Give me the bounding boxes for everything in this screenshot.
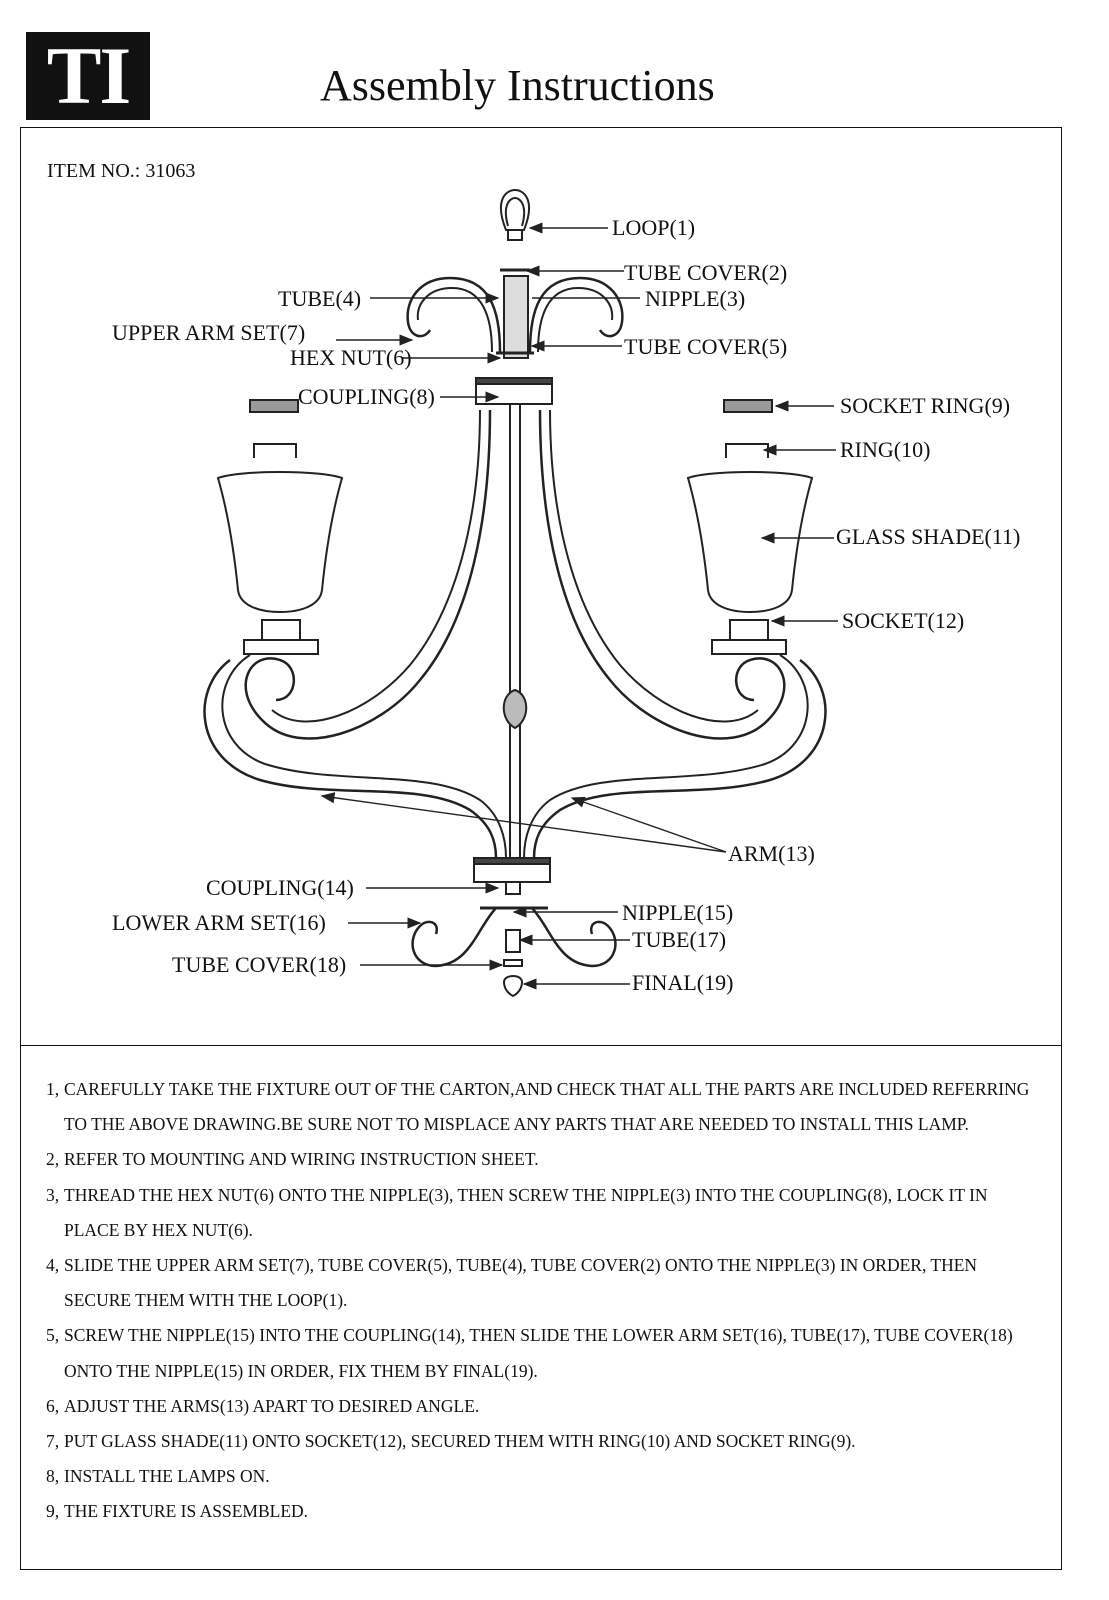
upper-tube [503,275,529,359]
label-glass-shade: GLASS SHADE(11) [836,524,1021,549]
socket-ring-left [249,399,299,413]
label-upper-arm-set: UPPER ARM SET(7) [112,320,306,345]
final-part [502,975,524,998]
ring-right [725,443,769,458]
instruction-frame [20,127,1062,1570]
label-tube-cover-2: TUBE COVER(2) [624,260,788,285]
label-socket-ring: SOCKET RING(9) [840,393,1011,418]
label-ring: RING(10) [840,437,931,462]
label-nipple-3: NIPPLE(3) [645,286,746,311]
label-hex-nut: HEX NUT(6) [290,345,412,370]
instruction-list: 1,CAREFULLY TAKE THE FIXTURE OUT OF THE … [46,1072,1046,1530]
arm-right [538,409,786,740]
instruction-step: 3,THREAD THE HEX NUT(6) ONTO THE NIPPLE(… [46,1184,988,1240]
label-tube-4: TUBE(4) [278,286,362,311]
document-title: Assembly Instructions [320,61,715,110]
label-coupling-8: COUPLING(8) [298,384,435,409]
brand-logo: TI [26,32,150,120]
label-lower-arm-set: LOWER ARM SET(16) [112,910,326,935]
upper-arm-left [406,276,502,353]
lower-arm-right [531,907,617,968]
socket-left [261,619,301,641]
label-socket: SOCKET(12) [842,608,965,633]
loop-part [500,188,530,231]
center-ornament [502,688,528,730]
instruction-step: 9,THE FIXTURE IS ASSEMBLED. [46,1501,309,1522]
item-number: ITEM NO.: 31063 [47,160,196,182]
socket-right [729,619,769,641]
lower-tube [505,929,521,953]
fixture-drawing [203,188,838,998]
instruction-step: 1,CAREFULLY TAKE THE FIXTURE OUT OF THE … [46,1079,1030,1135]
label-arm: ARM(13) [728,841,815,866]
logo-text: TI [46,30,132,121]
instruction-step: 7,PUT GLASS SHADE(11) ONTO SOCKET(12), S… [46,1431,856,1452]
instruction-step: 6,ADJUST THE ARMS(13) APART TO DESIRED A… [46,1395,480,1416]
socket-ring-right [723,399,773,413]
label-nipple-15: NIPPLE(15) [622,900,734,925]
instruction-step: 5,SCREW THE NIPPLE(15) INTO THE COUPLING… [46,1325,1013,1381]
section-divider [20,1045,1062,1046]
label-coupling-14: COUPLING(14) [206,875,354,900]
label-tube-cover-18: TUBE COVER(18) [172,952,347,977]
ring-left [253,443,297,458]
upper-arm-right [528,276,624,353]
label-tube-17: TUBE(17) [632,927,727,952]
glass-shade-right [686,471,814,614]
lower-arm-left [411,907,497,968]
label-loop: LOOP(1) [612,215,696,240]
label-tube-cover-5: TUBE COVER(5) [624,334,788,359]
instruction-step: 8,INSTALL THE LAMPS ON. [46,1466,270,1487]
label-final: FINAL(19) [632,970,734,995]
instruction-step: 2,REFER TO MOUNTING AND WIRING INSTRUCTI… [46,1149,539,1170]
arm-left [244,409,492,740]
instruction-step: 4,SLIDE THE UPPER ARM SET(7), TUBE COVER… [46,1255,978,1311]
glass-shade-left [216,471,344,614]
